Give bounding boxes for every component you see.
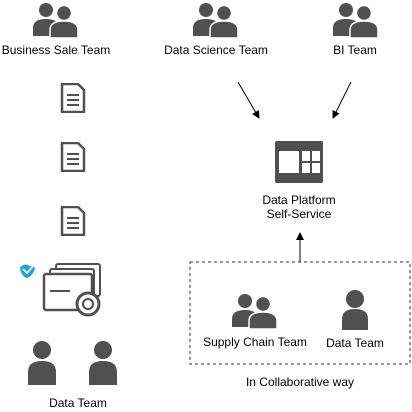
users-icon bbox=[33, 3, 79, 39]
label-platform-line2: Self-Service bbox=[266, 207, 332, 221]
dashboard-icon bbox=[275, 141, 323, 183]
label-supply-chain-team: Supply Chain Team bbox=[203, 335, 307, 349]
certificate-check-icon bbox=[20, 263, 101, 317]
label-data-science-team: Data Science Team bbox=[164, 43, 268, 57]
label-data-team-bottom: Data Team bbox=[49, 396, 107, 410]
user-icon bbox=[342, 290, 368, 330]
document-icon bbox=[60, 206, 86, 236]
users-icon bbox=[193, 3, 239, 39]
label-platform-line1: Data Platform bbox=[262, 193, 336, 207]
user-icon bbox=[28, 341, 56, 385]
label-collab-caption: In Collaborative way bbox=[245, 375, 355, 389]
user-icon bbox=[89, 341, 117, 385]
arrow-data-science-to-platform bbox=[237, 81, 260, 119]
label-business-sale-team: Business Sale Team bbox=[1, 43, 111, 57]
label-bi-team: BI Team bbox=[333, 43, 377, 57]
collab-group-box bbox=[189, 261, 411, 365]
users-icon bbox=[232, 294, 278, 330]
document-icon bbox=[60, 83, 86, 113]
users-icon bbox=[333, 3, 379, 39]
label-data-team-inner: Data Team bbox=[326, 336, 384, 350]
arrow-bi-to-platform bbox=[332, 81, 352, 119]
document-icon bbox=[60, 142, 86, 172]
